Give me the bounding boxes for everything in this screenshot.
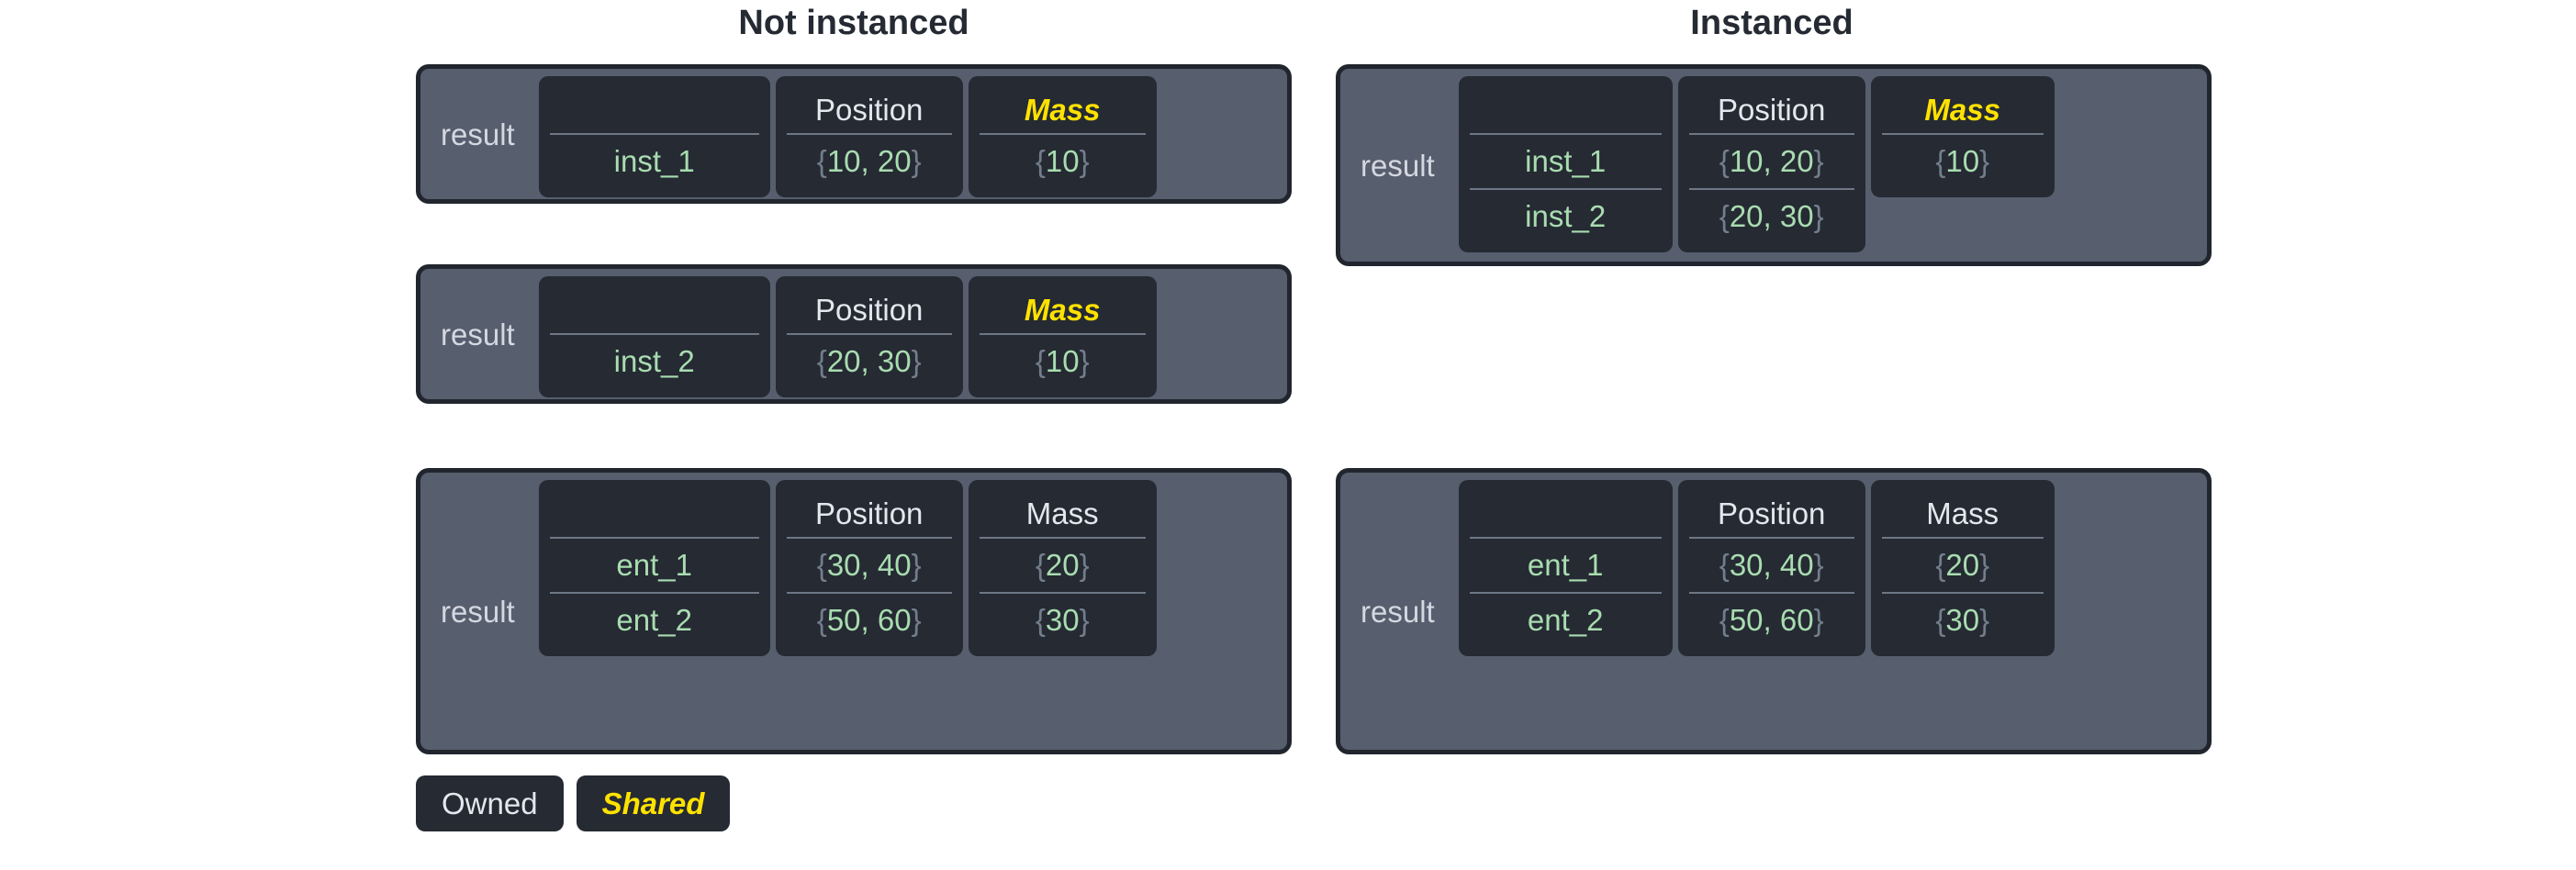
result-label: result: [441, 117, 515, 151]
column-group: inst_1 Position {10, 20} Mass {10}: [538, 76, 1157, 197]
column-header-position: Position: [815, 92, 924, 127]
cell-position: {30, 40}: [776, 537, 963, 592]
column-group: inst_1 inst_2 Position {10, 20} {20, 30}…: [1458, 76, 2055, 252]
heading-not-instanced: Not instanced: [738, 4, 969, 42]
column-position: Position {10, 20}: [775, 76, 963, 197]
column-group: ent_1 ent_2 Position {30, 40} {50, 60} M…: [538, 480, 1157, 656]
cell-id: inst_1: [1459, 133, 1673, 188]
column-group: inst_2 Position {20, 30} Mass {10}: [538, 276, 1157, 397]
column-mass: Mass {10}: [968, 76, 1157, 197]
column-position: Position {20, 30}: [775, 276, 963, 397]
column-id: ent_1 ent_2: [538, 480, 770, 656]
column-header-id: [539, 85, 770, 133]
cell-position: {10, 20}: [1678, 133, 1865, 188]
result-table-left-top: result inst_1 Position {10, 20} Mass {10…: [416, 64, 1292, 204]
cell-id: ent_2: [539, 592, 770, 647]
result-table-right-bottom: result ent_1 ent_2 Position {30, 40} {50…: [1336, 468, 2212, 754]
cell-id: ent_1: [539, 537, 770, 592]
column-position: Position {10, 20} {20, 30}: [1677, 76, 1865, 252]
cell-position: {20, 30}: [1678, 188, 1865, 243]
cell-id: inst_2: [1459, 188, 1673, 243]
cell-position: {10, 20}: [776, 133, 963, 188]
column-header-id: [1459, 489, 1673, 537]
cell-mass: {10}: [1871, 133, 2055, 188]
legend-chip-owned: Owned: [416, 775, 564, 831]
column-header-position: Position: [815, 292, 924, 327]
column-header-mass: Mass: [1025, 496, 1099, 530]
result-label: result: [1361, 148, 1435, 183]
column-id: inst_2: [538, 276, 770, 397]
column-position: Position {30, 40} {50, 60}: [775, 480, 963, 656]
column-id: inst_1 inst_2: [1458, 76, 1673, 252]
heading-instanced: Instanced: [1690, 4, 1854, 42]
cell-position: {30, 40}: [1678, 537, 1865, 592]
column-header-mass: Mass: [1024, 292, 1101, 327]
column-id: ent_1 ent_2: [1458, 480, 1673, 656]
result-table-right-top: result inst_1 inst_2 Position {10, 20} {…: [1336, 64, 2212, 266]
column-header-mass: Mass: [1924, 92, 2000, 127]
cell-mass: {10}: [969, 133, 1157, 188]
column-position: Position {30, 40} {50, 60}: [1677, 480, 1865, 656]
column-header-id: [1459, 85, 1673, 133]
cell-position: {50, 60}: [776, 592, 963, 647]
column-mass: Mass {10}: [968, 276, 1157, 397]
cell-mass: {30}: [1871, 592, 2055, 647]
column-header-id: [539, 489, 770, 537]
cell-id: inst_2: [539, 333, 770, 388]
column-header-mass: Mass: [1024, 92, 1101, 127]
column-header-position: Position: [815, 496, 924, 530]
result-label: result: [1361, 594, 1435, 629]
cell-position: {20, 30}: [776, 333, 963, 388]
legend: Owned Shared: [416, 775, 731, 831]
cell-position: {50, 60}: [1678, 592, 1865, 647]
cell-id: inst_1: [539, 133, 770, 188]
column-mass: Mass {20} {30}: [968, 480, 1157, 656]
result-label: result: [441, 594, 515, 629]
column-header-id: [539, 285, 770, 333]
cell-mass: {30}: [969, 592, 1157, 647]
column-id: inst_1: [538, 76, 770, 197]
result-label: result: [441, 317, 515, 351]
cell-id: ent_2: [1459, 592, 1673, 647]
column-mass: Mass {10}: [1870, 76, 2055, 197]
column-header-position: Position: [1718, 92, 1826, 127]
result-table-left-middle: result inst_2 Position {20, 30} Mass {10…: [416, 264, 1292, 404]
cell-id: ent_1: [1459, 537, 1673, 592]
column-mass: Mass {20} {30}: [1870, 480, 2055, 656]
cell-mass: {20}: [969, 537, 1157, 592]
cell-mass: {20}: [1871, 537, 2055, 592]
column-group: ent_1 ent_2 Position {30, 40} {50, 60} M…: [1458, 480, 2055, 656]
result-table-left-bottom: result ent_1 ent_2 Position {30, 40} {50…: [416, 468, 1292, 754]
column-header-position: Position: [1718, 496, 1826, 530]
legend-chip-shared: Shared: [576, 775, 731, 831]
cell-mass: {10}: [969, 333, 1157, 388]
column-header-mass: Mass: [1926, 496, 1999, 530]
